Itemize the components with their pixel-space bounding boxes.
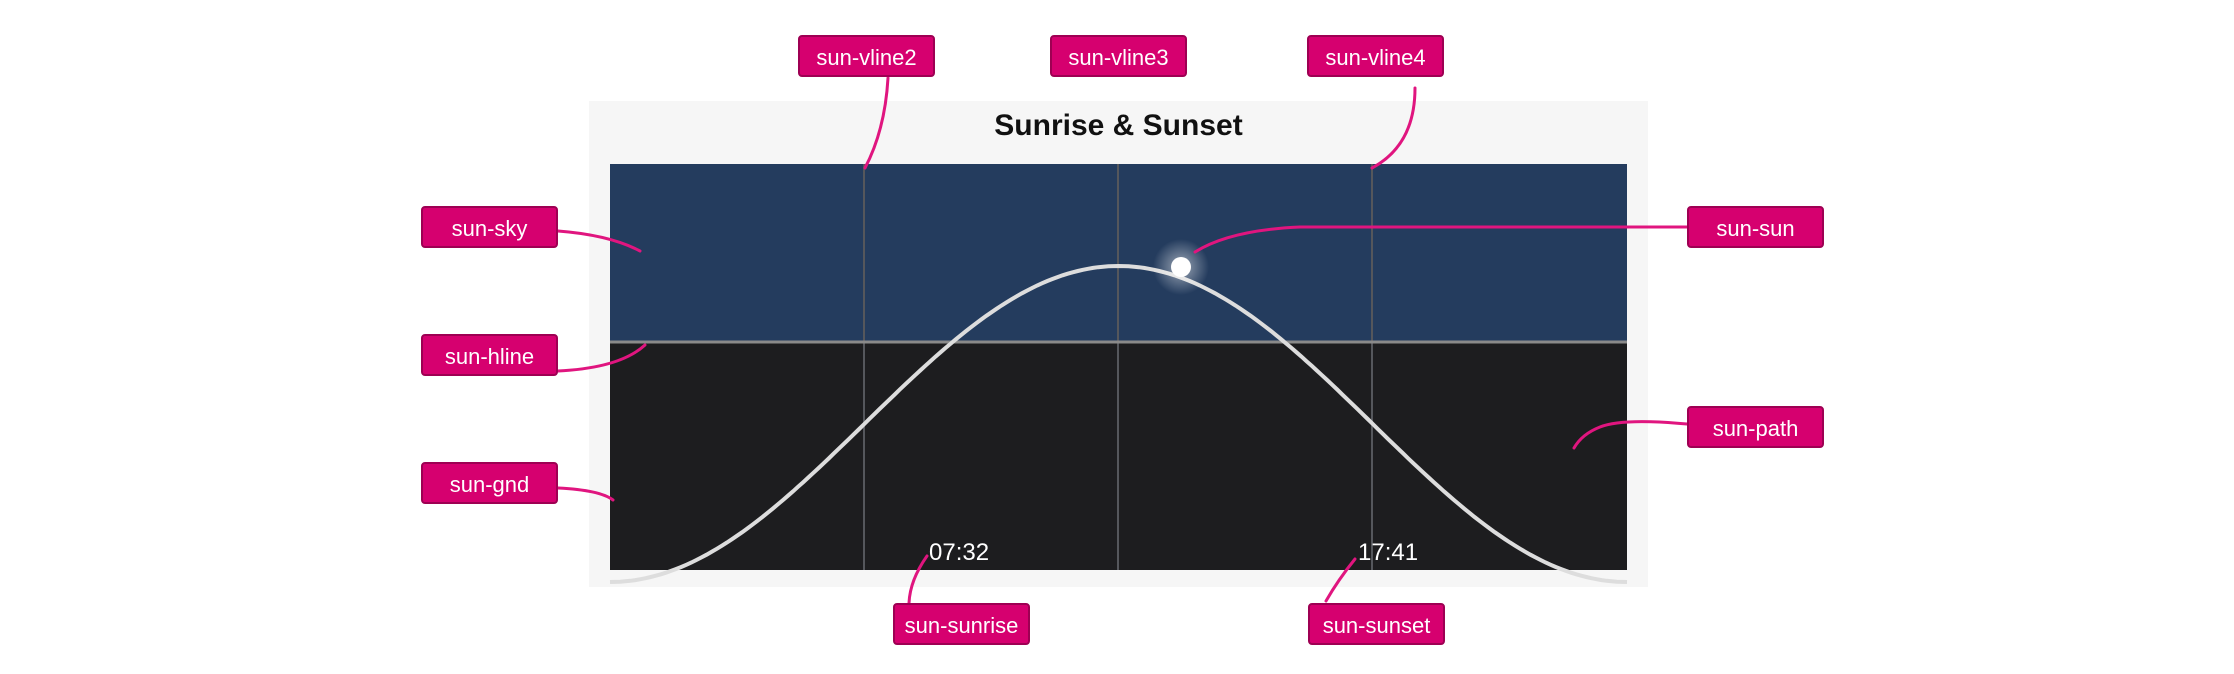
callout-sun-vline2: sun-vline2 (798, 35, 935, 77)
callout-sun-gnd: sun-gnd (421, 462, 558, 504)
leader-sunset (1324, 557, 1357, 603)
callout-sun-vline4: sun-vline4 (1307, 35, 1444, 77)
leader-sun (1193, 225, 1689, 254)
leader-gnd (556, 486, 615, 502)
leader-sky (556, 229, 642, 253)
callout-sun-vline3: sun-vline3 (1050, 35, 1187, 77)
sun-sun (1171, 257, 1191, 277)
callout-sun-hline: sun-hline (421, 334, 558, 376)
callout-sun-sun: sun-sun (1687, 206, 1824, 248)
callout-sun-sky: sun-sky (421, 206, 558, 248)
callout-sun-path: sun-path (1687, 406, 1824, 448)
callout-sun-sunset: sun-sunset (1308, 603, 1445, 645)
leader-vline2 (863, 76, 890, 170)
leader-sunrise (907, 554, 929, 605)
leader-hline (556, 343, 647, 373)
diagram-title: Sunrise & Sunset (994, 109, 1243, 142)
sunrise-time: 07:32 (929, 539, 989, 566)
callout-leaders (556, 76, 1689, 605)
sun-path (609, 263, 1628, 584)
leader-vline4 (1370, 86, 1417, 170)
sunset-time: 17:41 (1358, 539, 1418, 566)
leader-path (1572, 420, 1689, 450)
callout-sun-sunrise: sun-sunrise (893, 603, 1030, 645)
